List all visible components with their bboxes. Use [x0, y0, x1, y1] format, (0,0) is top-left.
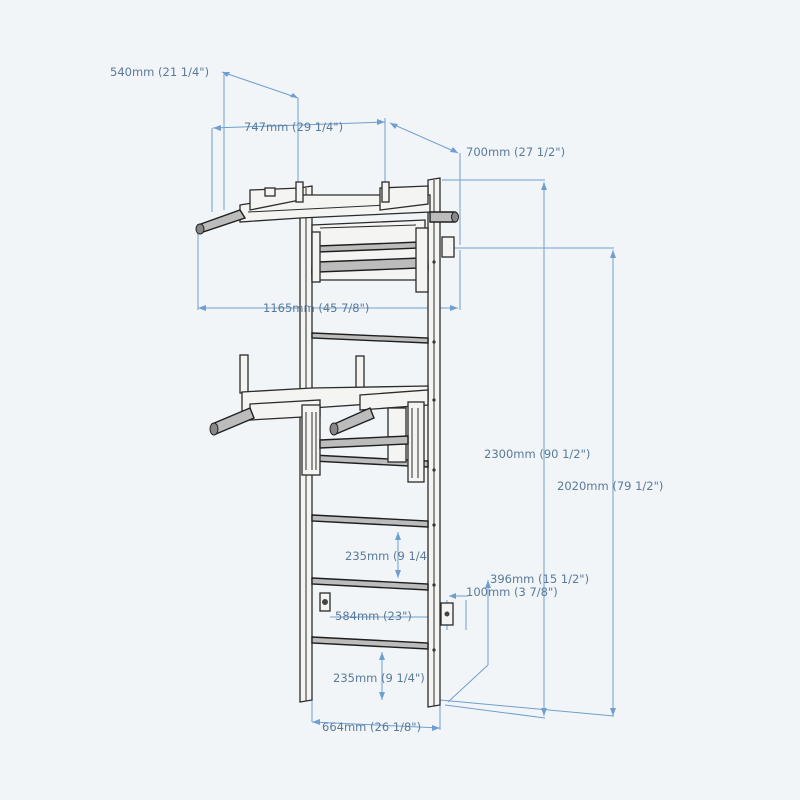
- pullup-bar-attachment: [195, 181, 459, 293]
- wall-brackets: [319, 236, 455, 626]
- dim-bracket-spacing: 584mm (23"): [335, 609, 412, 623]
- dim-bracket-depth: 100mm (3 7/8"): [466, 585, 558, 599]
- dim-rung-spacing-lower: 235mm (9 1/4"): [333, 671, 425, 685]
- dim-ladder-height: 2020mm (79 1/2"): [557, 479, 663, 493]
- dim-ladder-width: 664mm (26 1/8"): [322, 720, 421, 734]
- dip-bar-attachment: [209, 354, 429, 483]
- dim-total-height: 2300mm (90 1/2"): [484, 447, 590, 461]
- dimension-labels: 540mm (21 1/4") 747mm (29 1/4") 700mm (2…: [110, 65, 663, 734]
- upright-holes: [432, 260, 436, 652]
- dim-top-arm-depth: 700mm (27 1/2"): [466, 145, 565, 159]
- dim-top-depth: 540mm (21 1/4"): [110, 65, 209, 79]
- dim-total-span: 1165mm (45 7/8"): [263, 301, 369, 315]
- dim-wall-offset: 396mm (15 1/2"): [490, 572, 589, 586]
- dimension-arrows: [198, 72, 616, 731]
- dimension-lines: [197, 71, 615, 730]
- dim-pullup-width: 747mm (29 1/4"): [244, 120, 343, 134]
- dim-rung-spacing-upper: 235mm (9 1/4: [345, 549, 427, 563]
